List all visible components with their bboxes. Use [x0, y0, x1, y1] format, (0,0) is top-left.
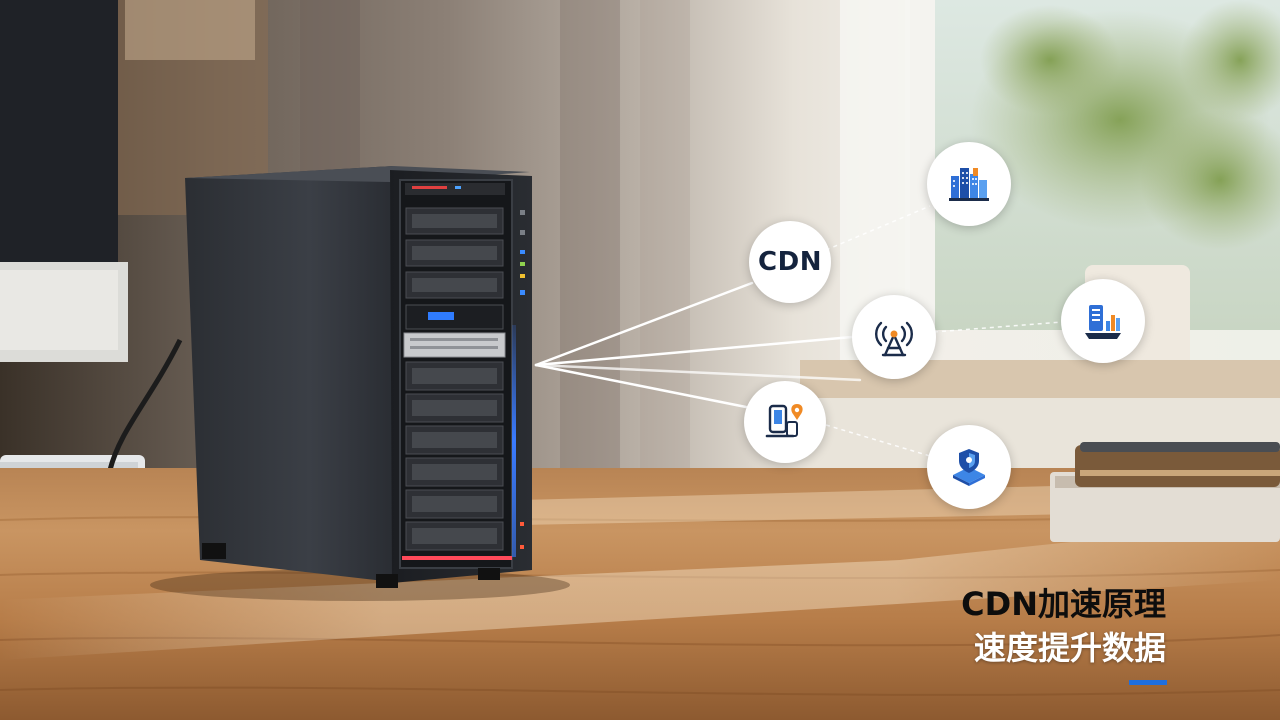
device-location-icon — [765, 404, 803, 438]
broadcast-tower-node — [852, 295, 936, 379]
accent-bar — [1129, 680, 1167, 685]
city-buildings-icon — [949, 168, 989, 201]
city-buildings-node — [927, 142, 1011, 226]
broadcast-tower-icon — [875, 321, 913, 357]
shield-platform-node — [927, 425, 1011, 509]
caption-title: CDN加速原理 — [961, 585, 1166, 623]
device-location-node — [744, 381, 826, 463]
caption: CDN加速原理 速度提升数据 — [961, 582, 1166, 670]
shield-platform-icon — [953, 449, 985, 486]
cdn-node: CDN — [749, 221, 831, 303]
server-chart-node — [1061, 279, 1145, 363]
caption-subtitle: 速度提升数据 — [973, 629, 1166, 667]
server-chart-icon — [1085, 305, 1121, 339]
cdn-label: CDN — [758, 247, 822, 277]
